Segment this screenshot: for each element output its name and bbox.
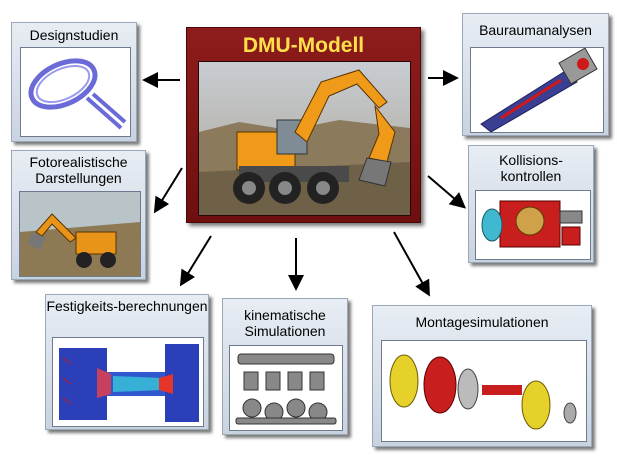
dmu-title: DMU-Modell [242, 34, 365, 57]
card-kinematik: kinematische Simulationen [222, 298, 348, 435]
card-montage: Montagesimulationen [372, 305, 592, 447]
label-festigkeit: Festigkeits-berechnungen [46, 298, 208, 314]
label-kinematik: kinematische Simulationen [244, 307, 326, 339]
card-kollision: Kollisions-kontrollen [468, 145, 594, 263]
arrow-to-festigkeit [179, 235, 212, 287]
arrow-to-kollision [427, 175, 467, 209]
label-fotorealistisch: Fotorealistische Darstellungen [29, 154, 128, 186]
exploded-assembly [381, 340, 587, 442]
card-designstudien: Designstudien [11, 22, 137, 142]
label-montage: Montagesimulationen [415, 314, 549, 330]
excavator-render [19, 191, 141, 277]
tennis-racket-wireframe [20, 47, 131, 137]
injector-cutaway [470, 47, 604, 133]
label-bauraum: Bauraumanalysen [479, 22, 592, 38]
card-festigkeit: Festigkeits-berechnungen [45, 294, 209, 430]
card-bauraum: Bauraumanalysen [462, 13, 609, 136]
card-fotorealistisch: Fotorealistische Darstellungen [11, 150, 146, 280]
gearbox-cutaway [475, 190, 591, 260]
excavator-photo [198, 61, 411, 216]
arrow-to-montage [393, 231, 430, 297]
label-designstudien: Designstudien [29, 27, 119, 43]
dmu-model-panel: DMU-Modell [186, 27, 421, 223]
label-kollision: Kollisions-kontrollen [499, 152, 563, 184]
crankshaft-pistons [229, 345, 343, 431]
fem-stress-plot [52, 337, 204, 427]
arrow-to-fotorealistisch [153, 167, 183, 214]
